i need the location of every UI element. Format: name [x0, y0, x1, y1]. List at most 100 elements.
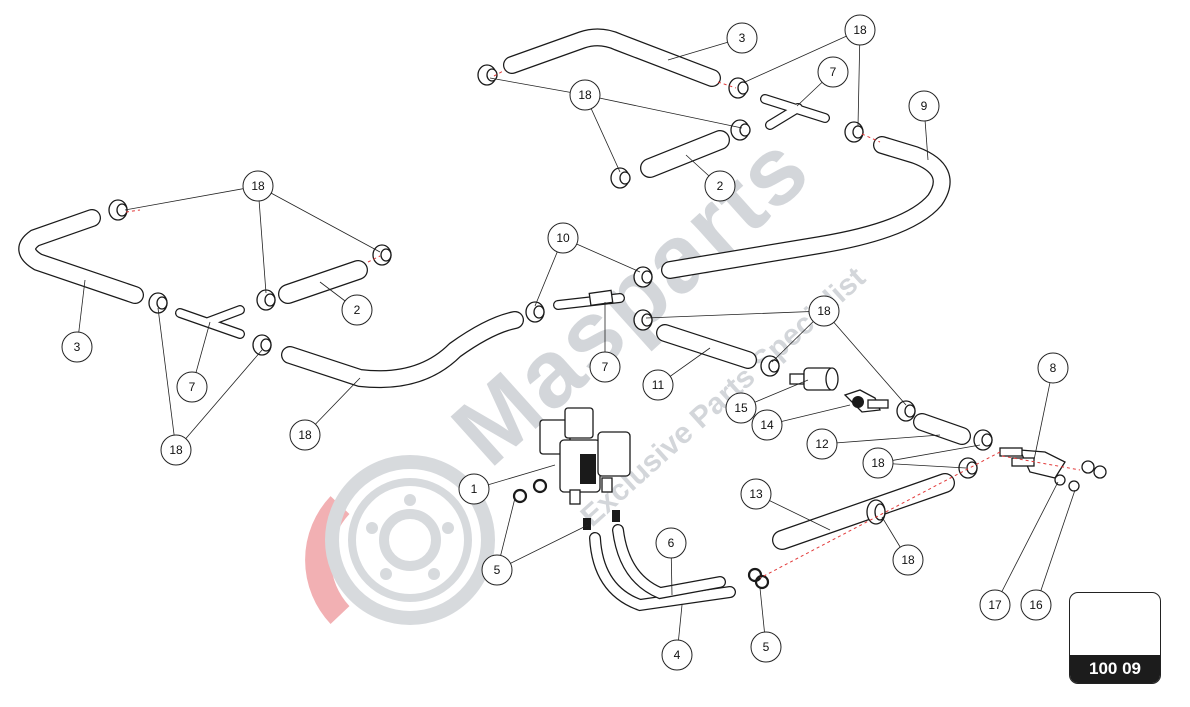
callout-number: 18 — [169, 443, 183, 457]
fitting-14 — [843, 389, 889, 413]
callout-circle — [341, 294, 373, 326]
callout-number: 12 — [815, 437, 829, 451]
callout-circle — [176, 371, 208, 403]
callout-number: 18 — [578, 88, 592, 102]
callout-7: 7 — [817, 56, 849, 88]
callout-number: 18 — [251, 179, 265, 193]
clamp-18 — [256, 289, 276, 311]
callout-16: 16 — [1020, 589, 1052, 621]
callout-4: 4 — [661, 639, 693, 671]
callout-number: 17 — [988, 598, 1002, 612]
callout-circle — [808, 295, 840, 327]
callout-circle — [160, 434, 192, 466]
callout-circle — [642, 369, 674, 401]
callout-circle — [704, 170, 736, 202]
clamp-18 — [108, 199, 128, 221]
clamp-18 — [844, 121, 864, 143]
callout-number: 8 — [1050, 361, 1057, 375]
callout-3: 3 — [726, 22, 758, 54]
spring-clips-5 — [512, 478, 770, 590]
callout-number: 1 — [471, 482, 478, 496]
clamp-18 — [372, 244, 392, 266]
clamp-18 — [610, 167, 631, 189]
clamp-18 — [525, 301, 545, 323]
callout-18: 18 — [289, 419, 321, 451]
diagram-reference-code: 100 09 — [1070, 655, 1160, 683]
callout-circle — [844, 14, 876, 46]
callout-circle — [458, 473, 490, 505]
callout-circle — [1037, 352, 1069, 384]
callout-circle — [892, 544, 924, 576]
callout-10: 10 — [547, 222, 579, 254]
callout-number: 4 — [674, 648, 681, 662]
callout-18: 18 — [160, 434, 192, 466]
clamp-18 — [633, 309, 653, 331]
callout-circle — [725, 392, 757, 424]
callout-17: 17 — [979, 589, 1011, 621]
clamp-18 — [252, 334, 272, 356]
callout-number: 3 — [739, 31, 746, 45]
callout-circle — [589, 351, 621, 383]
callout-number: 7 — [830, 65, 837, 79]
assembly-centerlines — [125, 69, 1081, 579]
callout-7: 7 — [589, 351, 621, 383]
bracket-8 — [999, 447, 1107, 492]
tee-connectors — [175, 94, 830, 339]
callout-number: 3 — [74, 340, 81, 354]
callout-circle — [862, 447, 894, 479]
callout-circle — [547, 222, 579, 254]
callout-number: 9 — [921, 99, 928, 113]
callout-2: 2 — [341, 294, 373, 326]
callout-number: 18 — [901, 553, 915, 567]
clamp-18 — [633, 266, 653, 288]
callout-number: 7 — [602, 360, 609, 374]
callout-12: 12 — [806, 428, 838, 460]
callout-18: 18 — [808, 295, 840, 327]
callout-circle — [242, 170, 274, 202]
callout-7: 7 — [176, 371, 208, 403]
clamp-18 — [973, 429, 993, 451]
callout-number: 6 — [668, 536, 675, 550]
callout-5: 5 — [750, 631, 782, 663]
callout-number: 14 — [760, 418, 774, 432]
clamp-18 — [958, 457, 978, 479]
callout-number: 11 — [652, 378, 665, 392]
callout-14: 14 — [751, 409, 783, 441]
callout-circle — [908, 90, 940, 122]
callout-circle — [661, 639, 693, 671]
callout-circle — [806, 428, 838, 460]
callout-18: 18 — [569, 79, 601, 111]
callout-circle — [817, 56, 849, 88]
clamp-18 — [728, 77, 749, 99]
clamp-18 — [477, 64, 498, 86]
callout-18: 18 — [844, 14, 876, 46]
callout-1: 1 — [458, 473, 490, 505]
callout-number: 18 — [871, 456, 885, 470]
callout-3: 3 — [61, 331, 93, 363]
callout-number: 2 — [717, 179, 724, 193]
callout-circle — [726, 22, 758, 54]
callout-circle — [655, 527, 687, 559]
callout-circle — [289, 419, 321, 451]
callouts: 3187918218321871810711181514121881513618… — [61, 14, 1069, 671]
callout-18: 18 — [892, 544, 924, 576]
callout-number: 18 — [817, 304, 831, 318]
callout-circle — [61, 331, 93, 363]
callout-11: 11 — [642, 369, 674, 401]
callout-18: 18 — [862, 447, 894, 479]
callout-number: 10 — [556, 231, 570, 245]
callout-18: 18 — [242, 170, 274, 202]
hoses — [18, 28, 971, 612]
callout-2: 2 — [704, 170, 736, 202]
clamp-18 — [730, 119, 751, 141]
callout-number: 18 — [853, 23, 867, 37]
callout-circle — [569, 79, 601, 111]
callout-number: 5 — [763, 640, 770, 654]
callout-15: 15 — [725, 392, 757, 424]
watermark-brake-disc-icon — [305, 455, 495, 625]
callout-circle — [979, 589, 1011, 621]
clamp-18 — [866, 499, 886, 525]
callout-number: 5 — [494, 563, 501, 577]
callout-circle — [1020, 589, 1052, 621]
